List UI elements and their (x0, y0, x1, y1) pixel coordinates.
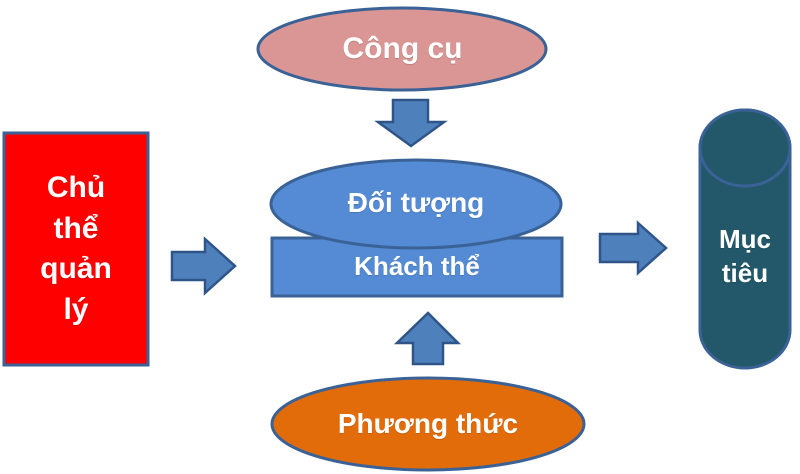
doi-tuong-ellipse (269, 158, 563, 250)
arrow-right-right-icon (598, 220, 668, 276)
phuong-thuc-ellipse (270, 376, 586, 472)
arrow-right-left-icon (170, 236, 237, 296)
muc-tieu-cylinder-cap (698, 108, 792, 188)
arrow-up-icon (393, 311, 462, 366)
chu-the-rect (2, 131, 150, 367)
arrow-down-icon (374, 98, 448, 148)
cong-cu-ellipse (256, 6, 548, 92)
